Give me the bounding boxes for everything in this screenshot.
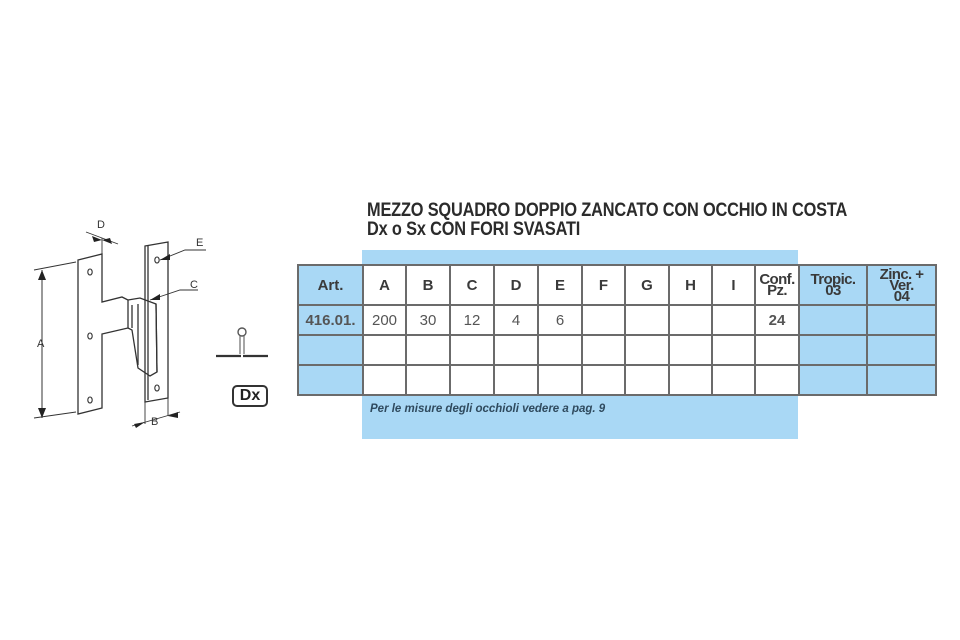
header-tropic: Tropic. 03 [798,264,868,306]
cell-art: 416.01. [297,304,364,336]
table-header-row: Art. A B C D E F G H I Conf. Pz. Tropic.… [297,264,937,306]
table-note: Per le misure degli occhioli vedere a pa… [370,403,606,415]
cell-g [624,364,670,396]
cell-i [711,364,756,396]
cell-tropic [798,364,868,396]
cell-a [362,334,407,366]
header-i: I [711,264,756,306]
header-conf-line2: Pz. [767,282,787,299]
header-conf: Conf. Pz. [754,264,800,306]
header-c: C [449,264,495,306]
dim-label-b: B [151,416,158,428]
cell-tropic [798,304,868,336]
header-zinc-line2: 04 [893,287,910,305]
header-tropic-line1: Tropic. [810,271,857,288]
cell-d [493,334,539,366]
cell-c [449,364,495,396]
header-b: B [405,264,451,306]
cell-a [362,364,407,396]
header-zinc: Zinc. + Ver. 04 [866,264,937,306]
dim-label-d: D [97,219,105,231]
dx-badge: Dx [232,385,268,407]
cell-h [668,364,713,396]
cell-g [624,304,670,336]
product-title-line2: Dx o Sx CON FORI SVASATI [367,219,581,240]
cell-art [297,334,364,366]
cell-conf [754,364,800,396]
dim-label-e: E [196,237,203,249]
header-g: G [624,264,670,306]
dim-label-c: C [190,279,198,291]
table-row: 416.01. 200 30 12 4 6 24 [297,304,937,336]
dim-label-a: A [37,338,45,350]
product-title: MEZZO SQUADRO DOPPIO ZANCATO CON OCCHIO … [367,201,849,239]
cell-art [297,364,364,396]
cell-h [668,334,713,366]
cell-b [405,364,451,396]
header-e: E [537,264,583,306]
cell-zinc [866,364,937,396]
cell-b: 30 [405,304,451,336]
header-conf-line1: Conf. [759,271,795,288]
eye-profile-icon [216,327,268,358]
cell-f [581,304,626,336]
header-art: Art. [297,264,364,306]
cell-f [581,334,626,366]
cell-conf: 24 [754,304,800,336]
spec-table: Art. A B C D E F G H I Conf. Pz. Tropic.… [297,264,937,396]
header-a: A [362,264,407,306]
cell-e [537,364,583,396]
header-zinc-line1: Zinc. + Ver. [879,265,924,294]
cell-i [711,304,756,336]
cell-d [493,364,539,396]
header-d: D [493,264,539,306]
cell-d: 4 [493,304,539,336]
product-title-line1: MEZZO SQUADRO DOPPIO ZANCATO CON OCCHIO … [367,200,848,221]
header-tropic-line2: 03 [825,282,841,299]
cell-b [405,334,451,366]
cell-e: 6 [537,304,583,336]
table-row [297,364,937,396]
cell-e [537,334,583,366]
cell-zinc [866,304,937,336]
table-row [297,334,937,366]
cell-h [668,304,713,336]
header-f: F [581,264,626,306]
cell-a: 200 [362,304,407,336]
cell-conf [754,334,800,366]
cell-c [449,334,495,366]
cell-i [711,334,756,366]
cell-tropic [798,334,868,366]
cell-c: 12 [449,304,495,336]
hinge-drawing-icon: A D E C B [33,219,206,428]
cell-g [624,334,670,366]
header-h: H [668,264,713,306]
cell-f [581,364,626,396]
cell-zinc [866,334,937,366]
